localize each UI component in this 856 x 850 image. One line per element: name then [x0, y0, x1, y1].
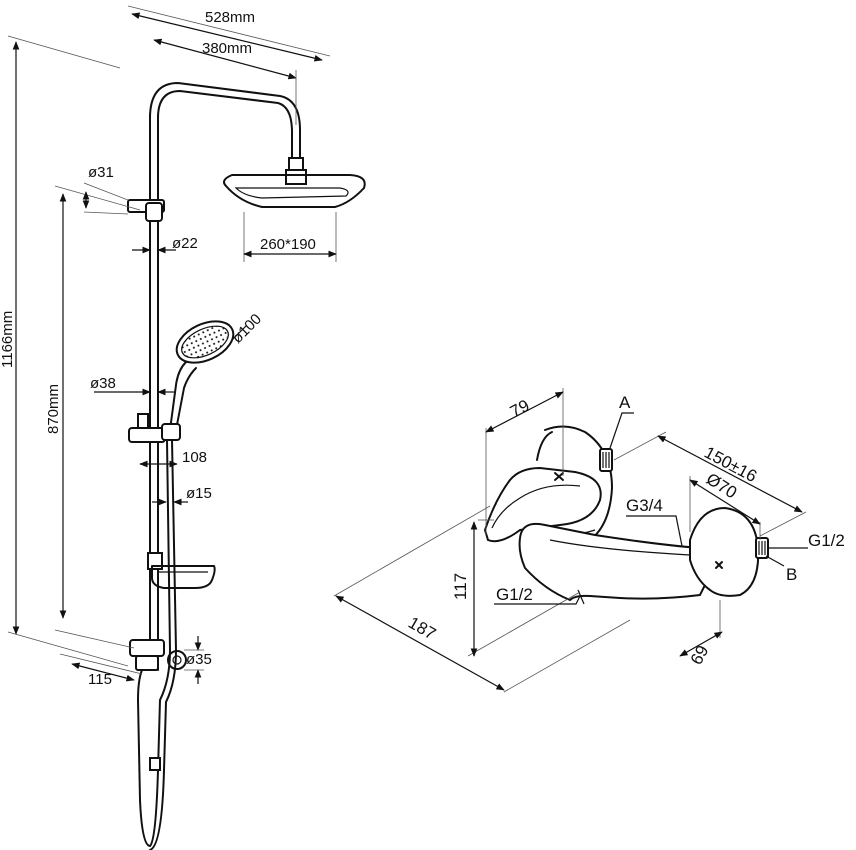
rain-shower-head — [223, 174, 366, 208]
label-outlet-g12: G1/2 — [496, 585, 533, 604]
label-height-117: 117 — [451, 573, 470, 600]
label-hand-shower-diameter: ø100 — [229, 311, 265, 347]
label-bracket-diameter: ø35 — [186, 651, 212, 668]
label-depth-69: 69 — [687, 642, 713, 668]
label-top-tube-diameter: ø31 — [88, 164, 114, 181]
label-total-height: 1166mm — [0, 311, 16, 368]
mixer-drawing: 79 A 150±16 Ø70 G3/4 G1/2 B 117 G1/2 187… — [333, 388, 845, 693]
left-escutcheon — [536, 425, 613, 541]
dimension-lines-left — [7, 5, 337, 684]
mixer-body — [518, 522, 712, 605]
soap-dish — [147, 552, 216, 589]
shower-arm — [149, 82, 301, 159]
label-port-a: A — [619, 393, 631, 412]
label-port-b: B — [786, 565, 797, 584]
label-holder-diameter: ø38 — [90, 375, 116, 392]
label-riser-diameter: ø22 — [172, 235, 198, 252]
label-wall-offset: 115 — [88, 671, 112, 688]
label-hand-tube-diameter: ø15 — [186, 485, 212, 502]
label-inlet-g12-right: G1/2 — [808, 531, 845, 550]
label-inlet-g34: G3/4 — [626, 496, 663, 515]
bottom-bracket — [129, 639, 187, 671]
mixer-handle — [483, 466, 602, 543]
head-nut — [285, 169, 307, 185]
label-width-187: 187 — [405, 613, 439, 644]
shower-hose — [137, 439, 177, 850]
label-head-size: 260*190 — [260, 236, 316, 253]
hand-shower — [169, 320, 235, 431]
label-holder-offset: 108 — [182, 449, 207, 466]
label-bar-height: 870mm — [45, 384, 62, 434]
dimension-lines-right — [333, 388, 808, 693]
label-depth-79: 79 — [507, 396, 533, 422]
top-bracket — [127, 199, 165, 222]
shower-column-drawing: 528mm 380mm 1166mm 870mm ø31 ø22 260*190… — [0, 5, 366, 850]
label-total-width: 528mm — [205, 9, 255, 26]
label-arm-length: 380mm — [202, 40, 252, 57]
